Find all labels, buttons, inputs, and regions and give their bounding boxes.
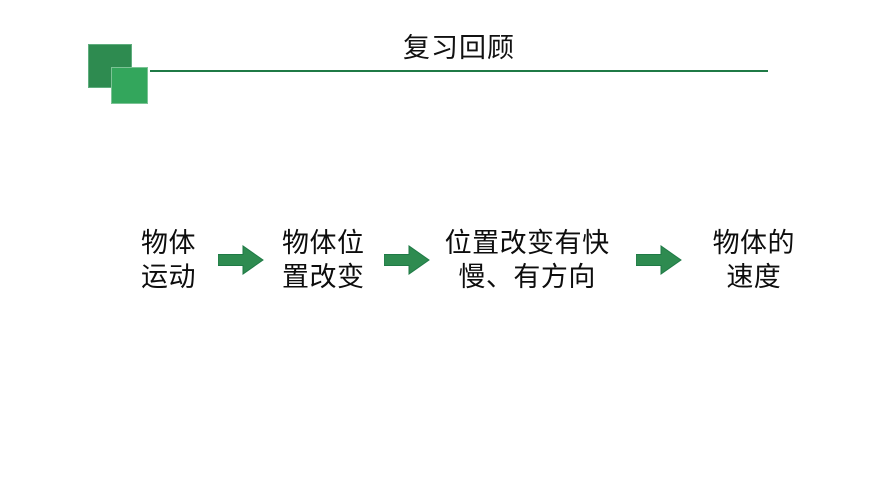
flow-node-2: 物体位 置改变 [278,226,369,294]
flow-node-3: 位置改变有快 慢、有方向 [445,226,610,294]
flow-node-1-line-2: 运动 [140,262,196,292]
title-divider [150,70,768,72]
dark-green-square-icon [88,44,132,88]
flow-node-4-line-1: 物体的 [712,228,796,258]
flow-node-1-line-1: 物体 [140,228,196,258]
flow-node-3-line-2: 慢、有方向 [458,262,596,292]
flow-diagram: 物体 运动 物体位 置改变 位置改变有快 慢、有方向 物体的 速度 [120,214,800,306]
light-green-square-icon [111,67,148,104]
flow-node-4-line-2: 速度 [726,262,782,292]
right-block-arrow-icon [217,245,264,275]
flow-node-2-line-1: 物体位 [282,228,365,258]
page-title: 复习回顾 [403,33,515,63]
right-block-arrow-icon [383,245,430,275]
right-block-arrow-icon [635,245,682,275]
flow-node-3-line-1: 位置改变有快 [444,228,610,258]
flow-node-1: 物体 运动 [133,226,204,294]
flow-node-2-line-2: 置改变 [282,262,365,292]
flow-node-4: 物体的 速度 [708,226,800,294]
